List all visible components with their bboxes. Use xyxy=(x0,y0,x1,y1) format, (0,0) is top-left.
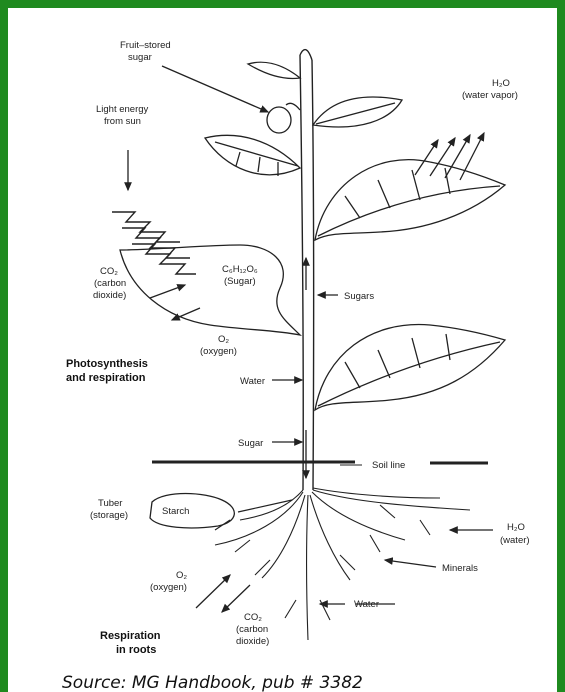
diagram-frame: Fruit–stored sugar Light energy from sun… xyxy=(8,8,557,692)
label-h2o-water-2: (water) xyxy=(500,535,530,546)
label-respiration-2: in roots xyxy=(116,644,156,656)
label-co2-1: CO₂ xyxy=(100,266,118,277)
label-root-o2-1: O₂ xyxy=(176,570,187,581)
label-co2-2: (carbon xyxy=(94,278,126,289)
label-o2-1: O₂ xyxy=(218,334,229,345)
label-h2o-vapor-2: (water vapor) xyxy=(462,90,518,101)
source-note: Source: MG Handbook, pub # 3382 xyxy=(62,673,363,692)
label-h2o-water-1: H₂O xyxy=(507,522,525,533)
label-light-energy-1: Light energy xyxy=(96,104,149,115)
label-root-co2-2: (carbon xyxy=(236,624,268,635)
label-sugar-formula: C₆H₁₂O₆ xyxy=(222,264,258,275)
label-h2o-vapor-1: H₂O xyxy=(492,78,510,89)
labels: Fruit–stored sugar Light energy from sun… xyxy=(62,40,530,692)
label-photosynthesis-2: and respiration xyxy=(66,372,146,384)
arrows xyxy=(128,66,493,612)
label-tuber-2: (storage) xyxy=(90,510,128,521)
label-o2-2: (oxygen) xyxy=(200,346,237,357)
label-co2-3: dioxide) xyxy=(93,290,126,301)
label-water-stem: Water xyxy=(240,376,265,387)
label-photosynthesis-1: Photosynthesis xyxy=(66,358,148,370)
label-respiration-1: Respiration xyxy=(100,630,161,642)
plant-diagram: Fruit–stored sugar Light energy from sun… xyxy=(8,8,557,692)
label-root-co2-3: dioxide) xyxy=(236,636,269,647)
fruit xyxy=(267,103,300,133)
label-fruit-stored-sugar-2: sugar xyxy=(128,52,152,63)
label-minerals: Minerals xyxy=(442,563,478,574)
label-sugar-paren: (Sugar) xyxy=(224,276,256,287)
label-water-roots: Water xyxy=(354,599,379,610)
label-sugars: Sugars xyxy=(344,291,374,302)
label-soil-line: Soil line xyxy=(372,460,405,471)
stem xyxy=(300,50,314,490)
label-starch: Starch xyxy=(162,506,189,517)
label-light-energy-2: from sun xyxy=(104,116,141,127)
label-sugar-stem: Sugar xyxy=(238,438,263,449)
label-fruit-stored-sugar-1: Fruit–stored xyxy=(120,40,171,51)
label-root-o2-2: (oxygen) xyxy=(150,582,187,593)
label-root-co2-1: CO₂ xyxy=(244,612,262,623)
label-tuber-1: Tuber xyxy=(98,498,122,509)
